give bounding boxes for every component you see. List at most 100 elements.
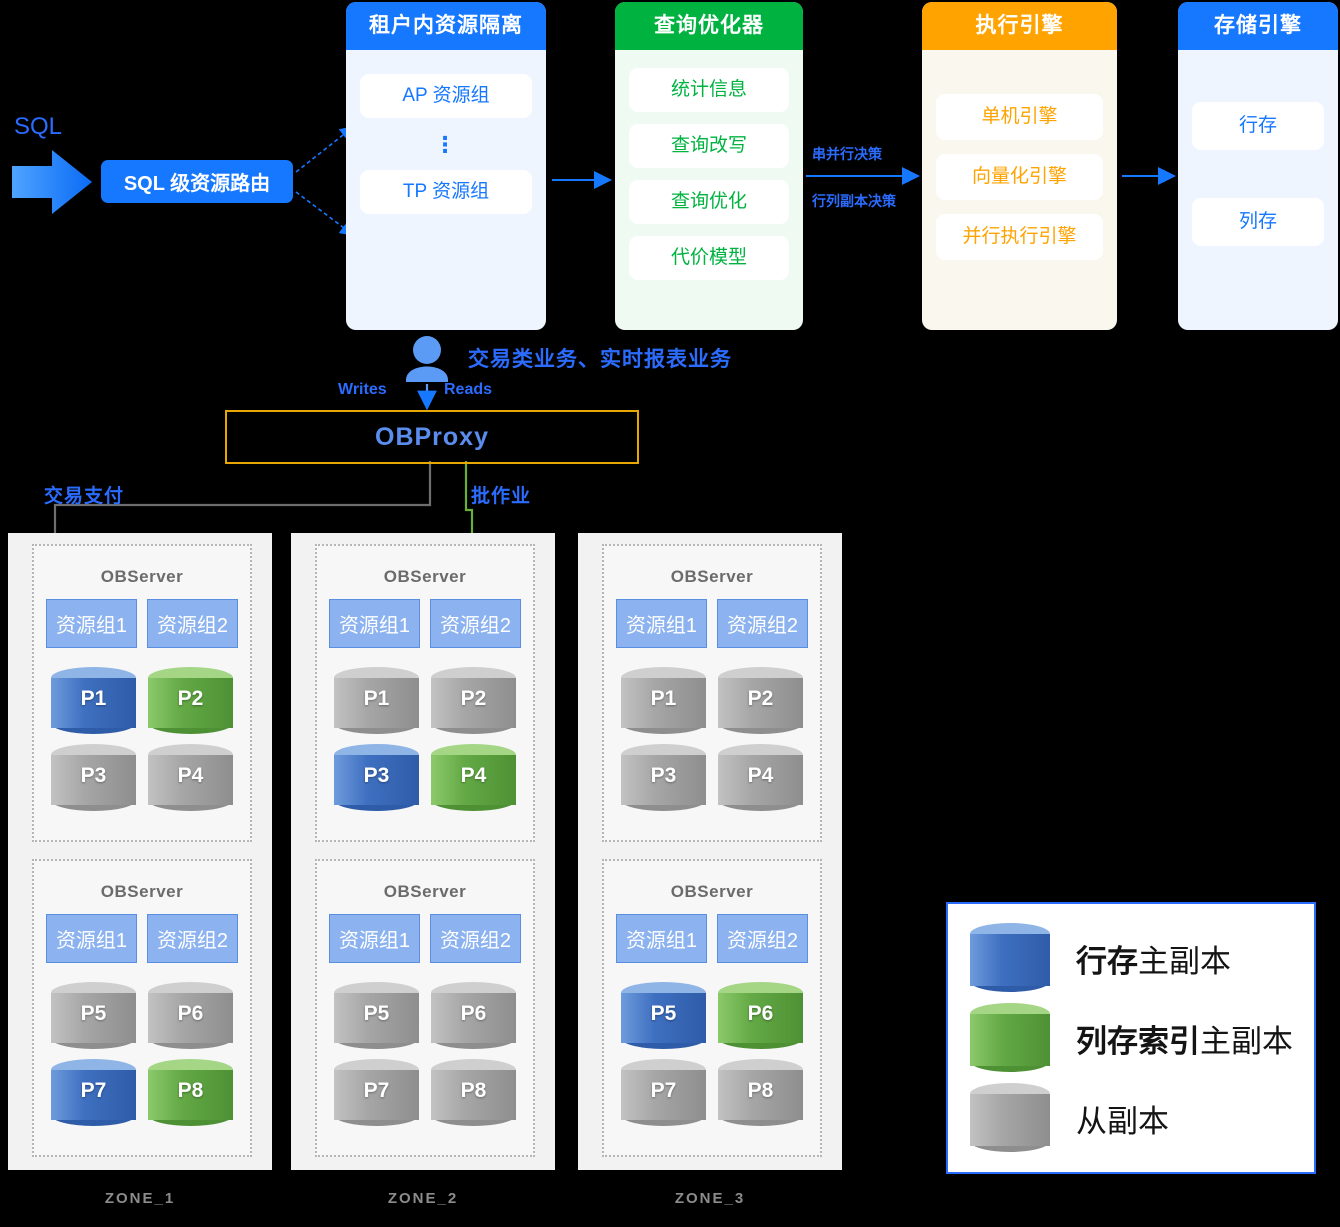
observer-title: OBServer (100, 567, 184, 586)
partition-label: P4 (747, 764, 774, 787)
obproxy-box[interactable]: OBProxy (225, 410, 639, 464)
cylinder-body (51, 755, 136, 805)
partition-cylinder-p3: P3 (334, 744, 419, 811)
partition-cylinder-p4: P4 (148, 744, 233, 811)
sql-resource-router[interactable]: SQL 级资源路由 (101, 160, 293, 203)
partition-label: P1 (80, 687, 107, 710)
zone-label-1: ZONE_1 (104, 1190, 176, 1207)
resource-group-1[interactable]: 资源组1 (46, 914, 137, 963)
resource-group-2[interactable]: 资源组2 (430, 914, 521, 963)
partition-cylinder-p8: P8 (718, 1059, 803, 1126)
resource-group-2[interactable]: 资源组2 (717, 599, 808, 648)
cylinder-body (148, 678, 233, 728)
legend-cylinder-blue (970, 923, 1050, 993)
partition-cylinder-p2: P2 (148, 667, 233, 734)
cylinder-body (621, 993, 706, 1043)
cylinder-body (148, 1070, 233, 1120)
partition-cylinder-p3: P3 (51, 744, 136, 811)
ellipsis-indicator: ⋮ (434, 132, 458, 157)
partition-cylinder-p1: P1 (51, 667, 136, 734)
resource-group-1[interactable]: 资源组1 (616, 599, 707, 648)
partition-label: P5 (80, 1002, 107, 1025)
chip-ap-resource-group[interactable]: AP 资源组 (360, 74, 532, 118)
chip-tp-resource-group[interactable]: TP 资源组 (360, 170, 532, 214)
cylinder-body (334, 993, 419, 1043)
cylinder-body (431, 755, 516, 805)
partition-cylinder-p6: P6 (718, 982, 803, 1049)
partition-label: P6 (460, 1002, 487, 1025)
sql-big-arrow (12, 150, 92, 214)
resource-group-1[interactable]: 资源组1 (329, 914, 420, 963)
partition-label: P3 (363, 764, 390, 787)
chip-row-store[interactable]: 行存 (1192, 102, 1324, 150)
chip-query-optimization[interactable]: 查询优化 (629, 180, 789, 224)
partition-cylinder-p4: P4 (431, 744, 516, 811)
partition-cylinder-p3: P3 (621, 744, 706, 811)
resource-group-2[interactable]: 资源组2 (147, 599, 238, 648)
cylinder-body (621, 1070, 706, 1120)
flow-label-batch-job: 批作业 (471, 486, 532, 507)
partition-cylinder-p2: P2 (431, 667, 516, 734)
resource-group-2[interactable]: 资源组2 (147, 914, 238, 963)
partition-cylinder-p7: P7 (621, 1059, 706, 1126)
cylinder-body (334, 1070, 419, 1120)
legend-label: 从副本 (1076, 1103, 1169, 1140)
chip-standalone-engine[interactable]: 单机引擎 (936, 94, 1103, 140)
partition-label: P2 (460, 687, 487, 710)
resource-group-1[interactable]: 资源组1 (46, 599, 137, 648)
panel-tenant-isolation: 租户内资源隔离 AP 资源组 ⋮ TP 资源组 (346, 2, 546, 330)
sql-label: SQL (14, 113, 63, 140)
chip-cost-model[interactable]: 代价模型 (629, 236, 789, 280)
resource-group-2[interactable]: 资源组2 (430, 599, 521, 648)
partition-label: P8 (177, 1079, 204, 1102)
zone-label-2: ZONE_2 (387, 1190, 459, 1207)
chip-column-store[interactable]: 列存 (1192, 198, 1324, 246)
partition-cylinder-p2: P2 (718, 667, 803, 734)
user-icon (406, 336, 448, 382)
cylinder-body (621, 678, 706, 728)
partition-cylinder-p7: P7 (51, 1059, 136, 1126)
partition-label: P3 (80, 764, 107, 787)
panel-query-optimizer: 查询优化器 统计信息 查询改写 查询优化 代价模型 (615, 2, 803, 330)
panel-storage-engine: 存储引擎 行存 列存 (1178, 2, 1338, 330)
partition-label: P8 (460, 1079, 487, 1102)
partition-label: P3 (650, 764, 677, 787)
partition-label: P7 (650, 1079, 677, 1102)
cylinder-body (51, 678, 136, 728)
edge-label-row-col-replica: 行列副本决策 (812, 193, 896, 209)
cylinder-body (970, 1094, 1050, 1146)
legend-panel: 行存主副本列存索引主副本从副本 (946, 902, 1316, 1174)
resource-group-2[interactable]: 资源组2 (717, 914, 808, 963)
panel-title-query-optimizer: 查询优化器 (615, 2, 803, 50)
chip-statistics[interactable]: 统计信息 (629, 68, 789, 112)
flow-label-transaction-payment: 交易支付 (44, 486, 125, 507)
cylinder-body (51, 1070, 136, 1120)
cylinder-body (51, 993, 136, 1043)
partition-label: P1 (650, 687, 677, 710)
legend-row: 行存主副本 (970, 923, 1314, 993)
cylinder-body (431, 678, 516, 728)
panel-execution-engine: 执行引擎 单机引擎 向量化引擎 并行执行引擎 (922, 2, 1117, 330)
legend-label: 行存主副本 (1076, 943, 1231, 980)
resource-group-1[interactable]: 资源组1 (329, 599, 420, 648)
cylinder-body (970, 934, 1050, 986)
chip-query-rewrite[interactable]: 查询改写 (629, 124, 789, 168)
resource-group-1[interactable]: 资源组1 (616, 914, 707, 963)
chip-vectorized-engine[interactable]: 向量化引擎 (936, 154, 1103, 200)
chip-parallel-engine[interactable]: 并行执行引擎 (936, 214, 1103, 260)
partition-label: P5 (363, 1002, 390, 1025)
cylinder-body (334, 678, 419, 728)
legend-row: 从副本 (970, 1083, 1314, 1153)
